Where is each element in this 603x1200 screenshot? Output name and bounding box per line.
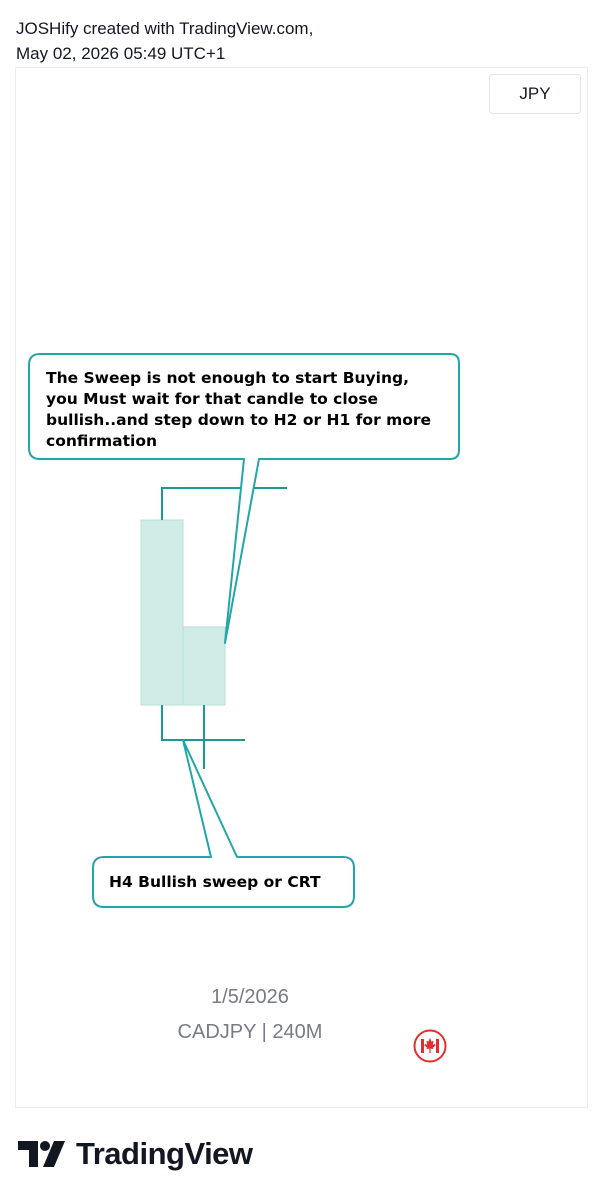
candle-1-high-level xyxy=(161,487,287,520)
currency-label: JPY xyxy=(489,74,581,114)
chart-symbol: CADJPY | 240M xyxy=(177,1021,323,1043)
attribution-line-1: JOSHify created with TradingView.com, xyxy=(16,19,314,38)
chart-canvas xyxy=(15,67,588,1108)
bottom-callout-text: H4 Bullish sweep or CRT xyxy=(109,873,321,891)
chart-attribution: JOSHify created with TradingView.com, Ma… xyxy=(16,16,313,66)
bottom-callout xyxy=(92,739,355,908)
candle-1-low-level xyxy=(161,705,245,741)
candle-2-body xyxy=(182,626,226,706)
top-callout xyxy=(28,353,460,644)
brand-name: TradingView xyxy=(76,1136,253,1171)
canada-flag-icon xyxy=(413,1029,447,1063)
top-callout-text: The Sweep is not enough to start Buying,… xyxy=(46,369,432,450)
chart-date: 1/5/2026 xyxy=(211,986,289,1008)
attribution-line-2: May 02, 2026 05:49 UTC+1 xyxy=(16,44,226,63)
candle-1-body xyxy=(140,519,184,706)
tradingview-logo-icon xyxy=(18,1141,65,1167)
tradingview-brand: TradingView xyxy=(18,1136,253,1172)
